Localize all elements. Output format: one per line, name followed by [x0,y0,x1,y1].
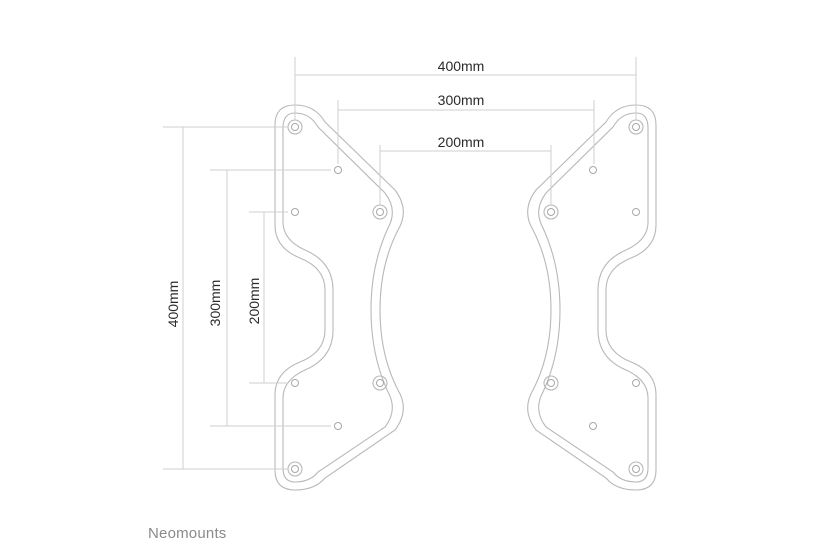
right-hole-200-bottom [547,379,555,387]
right-hole-300-top [589,166,597,174]
left-adapter-plate [274,104,404,491]
right-hole-400-top [632,123,640,131]
left-hole-300-bottom [334,422,342,430]
v300-label: 300mm [207,280,223,327]
h400-label: 400mm [438,58,485,74]
right-hole-side-top [632,208,640,216]
right-hole-ring-400-bottom [628,461,644,477]
h300-label: 300mm [438,92,485,108]
vertical-dimensions: 400mm 300mm 200mm [163,126,331,470]
left-hole-side-bottom [291,379,299,387]
left-hole-400-bottom [291,465,299,473]
left-plate-outer-outline [274,104,404,491]
right-plate-outer-outline [527,104,657,491]
right-hole-400-bottom [632,465,640,473]
left-hole-200-bottom [376,379,384,387]
right-hole-side-bottom [632,379,640,387]
right-hole-200-top [547,208,555,216]
left-hole-side-top [291,208,299,216]
right-adapter-plate [527,104,657,491]
v400-label: 400mm [165,281,181,328]
left-hole-200-top [376,208,384,216]
left-hole-ring-200-bottom [372,375,388,391]
left-hole-300-top [334,166,342,174]
right-hole-ring-200-bottom [543,375,559,391]
horizontal-dimensions: 400mm 300mm 200mm [294,57,637,206]
right-plate-inner-outline [538,112,649,483]
left-plate-inner-outline [282,112,393,483]
v200-label: 200mm [246,278,262,325]
brand-logo: Neomounts [148,525,227,542]
left-hole-400-top [291,123,299,131]
right-hole-300-bottom [589,422,597,430]
h200-label: 200mm [438,134,485,150]
